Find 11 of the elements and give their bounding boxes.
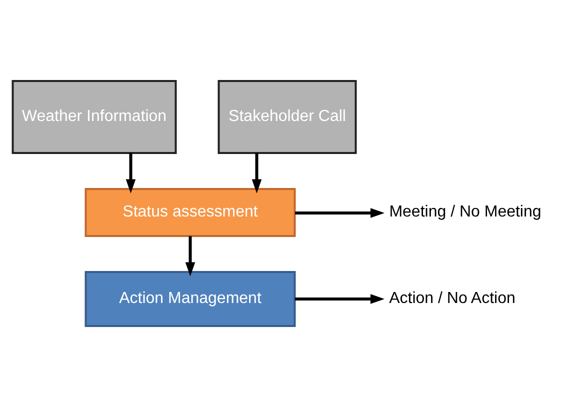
arrow xyxy=(185,236,196,276)
node-text: Action / No Action xyxy=(389,290,516,307)
arrow xyxy=(126,153,136,194)
arrow xyxy=(252,153,262,194)
node-box: Action Management xyxy=(84,271,296,327)
node-box: Stakeholder Call xyxy=(218,80,357,154)
arrow xyxy=(294,294,384,304)
arrow xyxy=(295,208,385,218)
node-box: Status assessment xyxy=(84,188,296,237)
node-text: Meeting / No Meeting xyxy=(389,203,542,220)
node-box: Weather Information xyxy=(12,80,177,154)
